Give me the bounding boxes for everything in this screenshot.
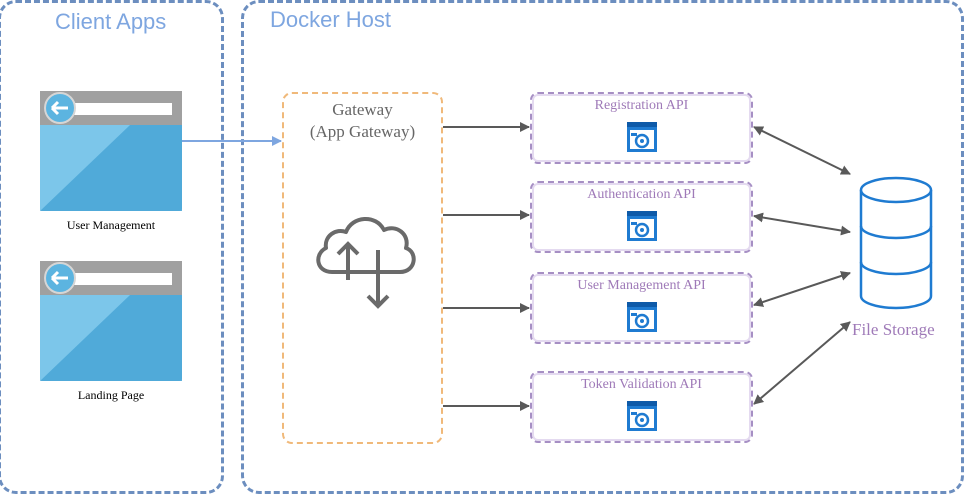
api-box-authentication[interactable]: Authentication API (530, 181, 753, 253)
gateway-subtitle: (App Gateway) (309, 122, 416, 141)
client-apps-title: Client Apps (55, 9, 167, 34)
api-app-icon (627, 302, 657, 332)
gateway-box[interactable]: Gateway (App Gateway) (282, 92, 443, 444)
api-app-icon (627, 122, 657, 152)
docker-host-title: Docker Host (270, 7, 392, 32)
gateway-title: Gateway (332, 100, 393, 119)
api-box-registration[interactable]: Registration API (530, 92, 753, 164)
api-app-icon (627, 401, 657, 431)
client-app-label-landing-page: Landing Page (77, 388, 145, 402)
api-app-icon (627, 211, 657, 241)
file-storage-label: File Storage (852, 320, 935, 339)
registration-storage-link (753, 126, 851, 175)
client-app-label-user-management: User Management (66, 218, 156, 232)
api-label: Authentication API (587, 187, 696, 202)
client-apps-group (0, 0, 224, 494)
api-label: Registration API (594, 98, 689, 113)
docker-host-group (241, 0, 964, 494)
cloud-upload-download-icon (316, 217, 416, 309)
database-icon[interactable] (859, 176, 933, 310)
browser-window-icon[interactable] (40, 261, 182, 381)
api-box-user-management[interactable]: User Management API (530, 272, 753, 344)
authentication-storage-link (753, 212, 851, 236)
browser-window-icon[interactable] (40, 91, 182, 211)
api-box-token-validation[interactable]: Token Validation API (530, 371, 753, 443)
api-label: Token Validation API (581, 377, 702, 392)
token-validation-storage-link (753, 321, 851, 405)
user-management-storage-link (753, 271, 851, 307)
api-label: User Management API (577, 278, 706, 293)
